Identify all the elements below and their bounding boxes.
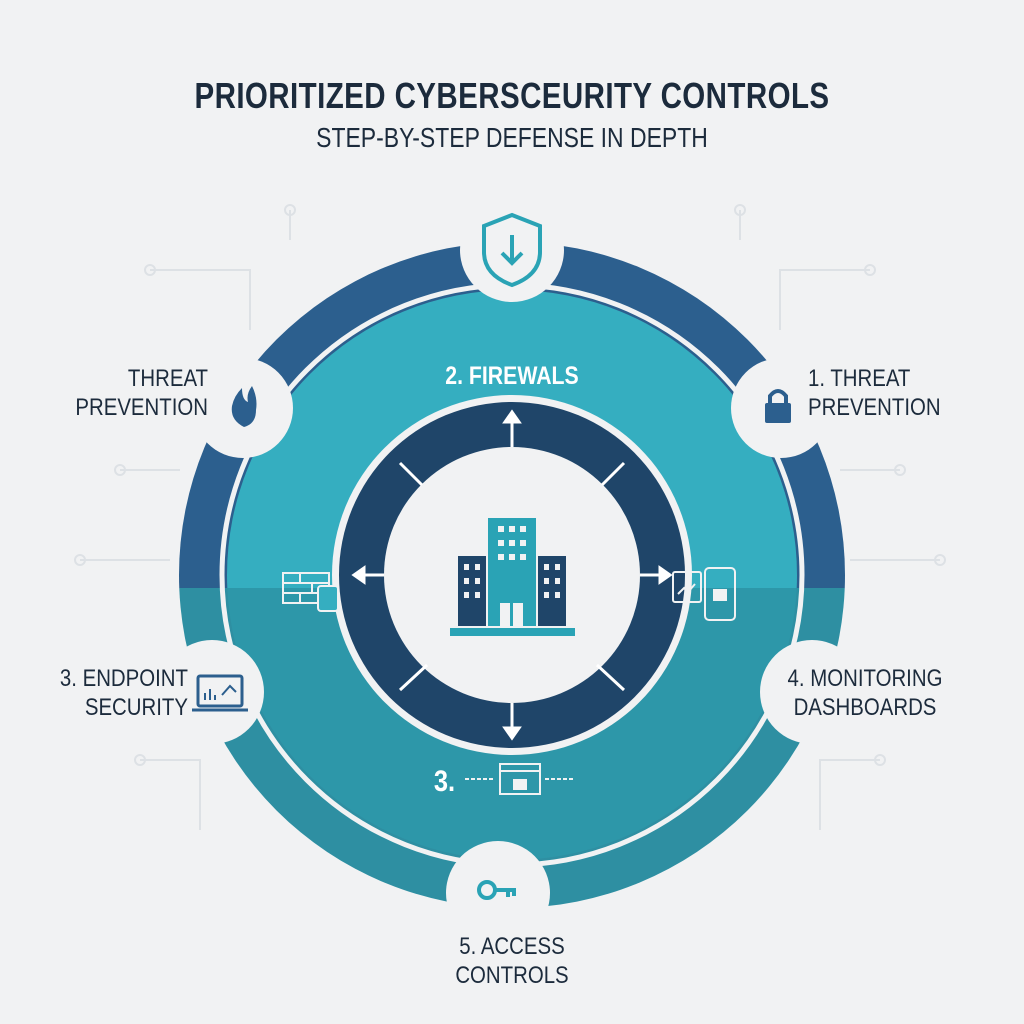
label-line: 3. ENDPOINT (59, 665, 188, 692)
label-line: 4. MONITORING (787, 665, 943, 692)
firewall-icon (282, 572, 339, 612)
label-2-firewalls: 2. FIREWALS (445, 362, 579, 390)
label-threat-prevention: THREAT PREVENTION (48, 364, 208, 422)
label-line: PREVENTION (808, 394, 941, 421)
label-line: THREAT (127, 365, 208, 392)
page-subtitle: STEP-BY-STEP DEFENSE IN DEPTH (316, 122, 708, 153)
label-line: 1. THREAT (808, 365, 911, 392)
building-icon (450, 518, 575, 636)
label-line: PREVENTION (75, 394, 208, 421)
arrows (351, 409, 673, 741)
circuit-background (74, 204, 946, 830)
laptop-dashboard-icon (192, 674, 248, 712)
page-title: PRIORITIZED CYBERSCEURITY CONTROLS (194, 75, 830, 116)
label-3-inner: 3. (433, 765, 456, 798)
devices-lock-icon (672, 567, 736, 621)
label-line: CONTROLS (455, 962, 569, 989)
label-line: SECURITY (84, 694, 188, 721)
label-line: DASHBOARDS (793, 694, 937, 721)
label-4-monitoring-dashboards: 4. MONITORING DASHBOARDS (784, 664, 946, 722)
label-3-endpoint-security: 3. ENDPOINT SECURITY (37, 664, 188, 722)
label-5-access-controls: 5. ACCESS CONTROLS (427, 932, 597, 990)
label-line: 5. ACCESS (459, 933, 565, 960)
browser-lock-icon (465, 763, 575, 795)
label-1-threat-prevention: 1. THREAT PREVENTION (808, 364, 961, 422)
shield-download-icon (482, 212, 542, 288)
key-icon (477, 880, 516, 900)
flame-icon (231, 386, 257, 427)
lock-icon (765, 389, 791, 423)
